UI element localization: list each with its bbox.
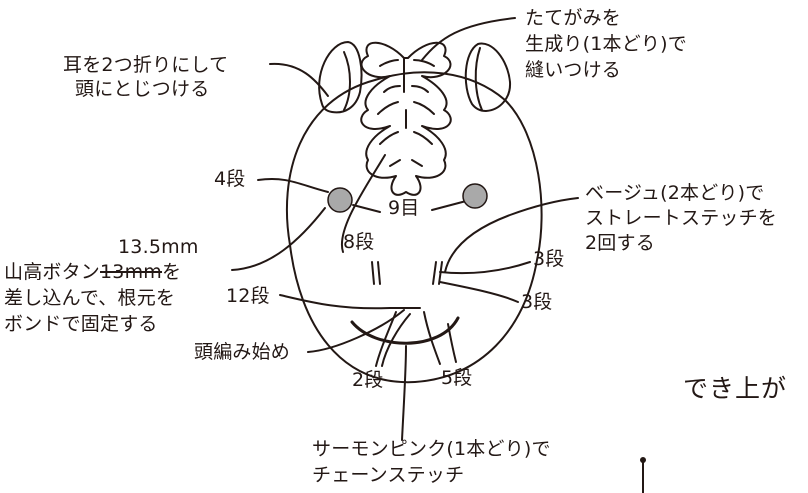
mouth-chain-stitch (350, 316, 460, 345)
leader-row3-upper (439, 261, 531, 275)
label-beige-3: 2回する (585, 232, 655, 254)
leader-row4 (257, 178, 329, 193)
label-mane-2: 生成り(1本どり)で (525, 33, 687, 55)
label-finished: でき上が (683, 374, 788, 403)
label-button-line2: 差し込んで、根元を (4, 287, 176, 309)
label-beige-2: ストレートステッチを (585, 207, 778, 229)
label-ear-fold-1: 耳を2つ折りにして (63, 54, 229, 76)
leader-salmon (401, 345, 407, 441)
label-row-5: 5段 (441, 367, 473, 389)
left-nostril-icon (371, 261, 381, 285)
leader-9me-left (352, 204, 381, 213)
label-row-4: 4段 (214, 168, 246, 190)
head-outline (285, 71, 543, 384)
leader-row3-lower (439, 281, 519, 303)
label-head-start: 頭編み始め (194, 341, 291, 363)
label-button-line1: 山高ボタン13mmを (4, 260, 181, 284)
leader-row2-b (381, 313, 411, 367)
leader-head-start (307, 309, 405, 353)
label-beige-1: ベージュ(2本どり)で (585, 182, 765, 204)
leader-beige (444, 197, 579, 273)
label-row-2: 2段 (352, 369, 384, 391)
label-button-size-new: 13.5mm (118, 236, 199, 258)
leader-button (231, 207, 326, 271)
label-salmon-1: サーモンピンク(1本どり)で (312, 438, 551, 460)
button-name: 山高ボタン (4, 261, 101, 283)
left-eye-button (327, 187, 353, 213)
left-ear-icon (318, 41, 363, 114)
leader-mane (421, 17, 516, 61)
leader-row5-b (447, 323, 457, 363)
label-row-12: 12段 (226, 285, 270, 307)
button-size-old: 13mm (100, 261, 163, 283)
leader-row5-a (423, 311, 441, 365)
label-stitch-9: 9目 (388, 197, 420, 219)
right-ear-icon (464, 42, 512, 112)
finished-marker-dot (640, 457, 646, 463)
leader-row12 (279, 294, 391, 310)
label-button-line3: ボンドで固定する (4, 313, 158, 335)
leader-row2-a (375, 311, 397, 367)
button-suffix: を (162, 261, 182, 283)
right-eye-button (462, 183, 488, 209)
label-ear-fold-2: 頭にとじつける (75, 78, 210, 100)
label-row-3-upper: 3段 (533, 248, 565, 270)
label-row-3-lower: 3段 (521, 291, 553, 313)
label-mane-1: たてがみを (525, 7, 622, 29)
label-salmon-2: チェーンステッチ (312, 464, 465, 486)
leader-ear (269, 62, 329, 97)
label-row-8: 8段 (343, 231, 375, 253)
label-mane-3: 縫いつける (525, 59, 622, 81)
leader-row8 (340, 154, 386, 253)
mane-icon (360, 41, 452, 196)
